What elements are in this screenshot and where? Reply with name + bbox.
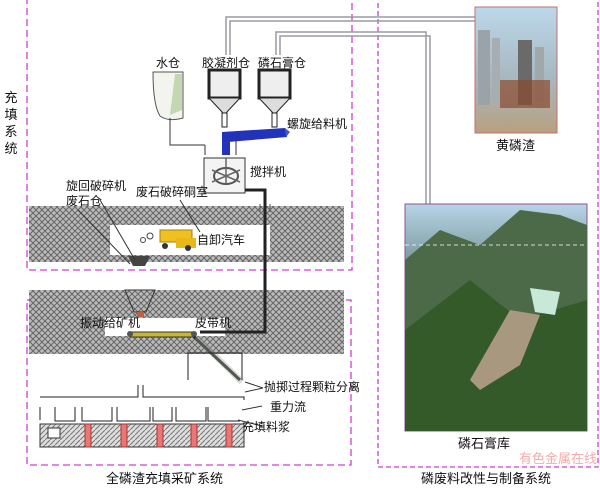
screw-feeder (222, 128, 290, 155)
particle-separation-label: 抛掷过程颗粒分离 (264, 380, 361, 394)
vibrating-feeder-label: 振动给矿机 (80, 316, 141, 330)
gyratory-crusher-label: 旋回破碎机 (66, 179, 127, 193)
slurry-pipe (200, 188, 267, 334)
screw-feeder-label: 螺旋给料机 (287, 117, 348, 131)
crushing-chamber-label: 废石破碎硐室 (136, 185, 209, 199)
belt-conveyor (129, 331, 194, 338)
waste-rock-bin (124, 289, 156, 313)
mining-system-frame (26, 299, 352, 466)
stope-section (39, 352, 245, 422)
watermark: 有色金属在线 (519, 452, 598, 467)
slag-label: 黄磷渣 (496, 139, 536, 154)
mixer-label: 搅拌机 (250, 165, 287, 179)
mixer (203, 157, 246, 194)
gypsum-silo-label: 磷石膏仓 (258, 56, 307, 70)
binder-silo (207, 68, 242, 128)
pipe-to-slag (225, 16, 480, 55)
throw-chute (192, 335, 242, 382)
filling-system-label: 充填系统 (4, 91, 18, 157)
yellow-phosphorus-slag-photo (474, 6, 558, 134)
gyratory-crusher (128, 256, 150, 266)
waste-rock-bin-label: 废石仓 (66, 194, 103, 208)
phosphogypsum-storage-photo (404, 203, 588, 432)
fill-slurry-columns (84, 423, 233, 448)
mining-system-title: 全磷渣充填采矿系统 (106, 472, 224, 487)
belt-conveyor-label: 皮带机 (195, 316, 232, 330)
dump-truck (140, 229, 196, 251)
gypsum-storage-label: 磷石膏库 (458, 437, 511, 452)
fill-layer (39, 423, 245, 448)
gravity-flow-label: 重力流 (270, 400, 307, 414)
binder-silo-label: 胶凝剂仓 (202, 56, 251, 70)
dump-truck-label: 自卸汽车 (197, 233, 246, 247)
fill-slurry-label: 充填料浆 (242, 420, 291, 434)
gypsum-silo (257, 68, 292, 128)
waste-prep-system-title: 磷废料改性与制备系统 (421, 472, 552, 487)
filling-system-frame (26, 0, 353, 271)
water-tank-label: 水仓 (156, 56, 181, 70)
